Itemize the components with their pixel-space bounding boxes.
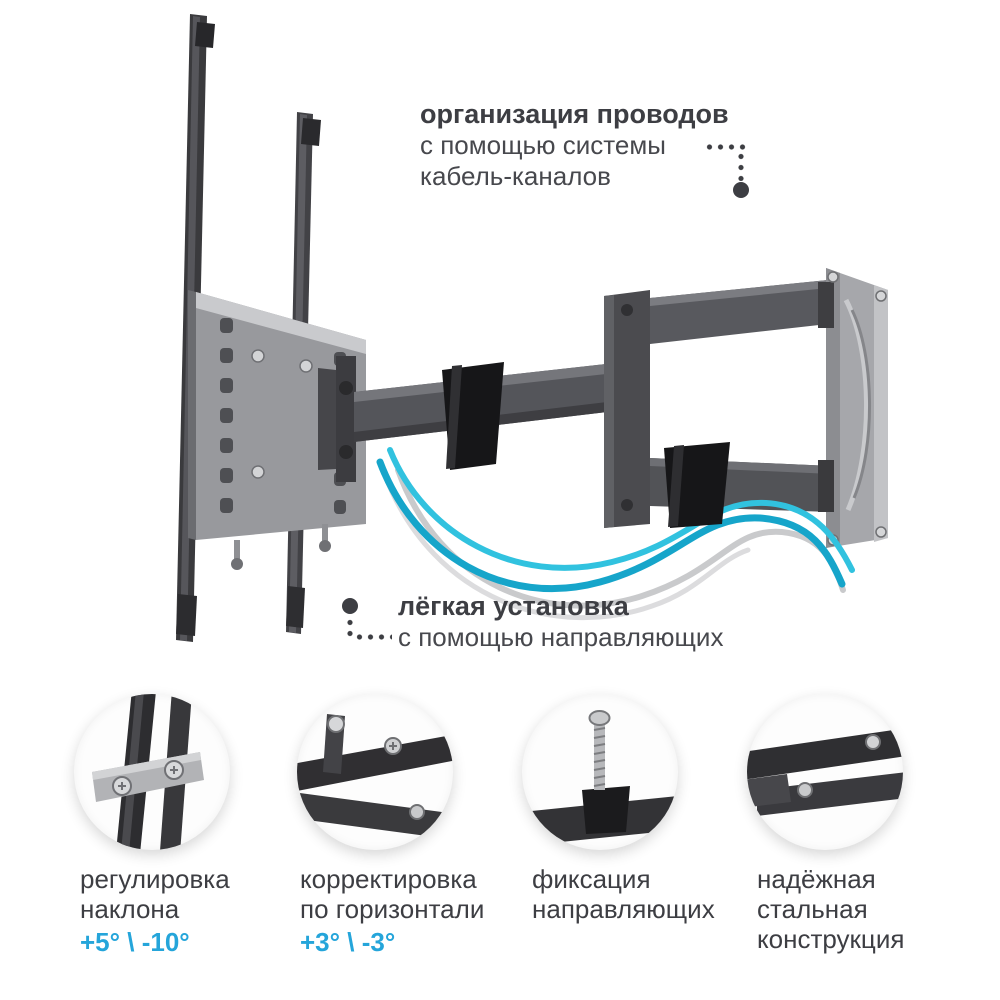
caption-line: надёжная (757, 864, 876, 894)
callout-easy-install: лёгкая установка с помощью направляющих (398, 590, 723, 653)
product-photo-tv-wall-mount (176, 14, 888, 642)
feature-caption-tilt: регулировка наклона +5° \ -10° (80, 864, 230, 957)
feature-value-tilt: +5° \ -10° (80, 927, 190, 957)
feature-value-horizontal: +3° \ -3° (300, 927, 396, 957)
feature-photo-construction (747, 694, 903, 850)
callout-start-dot (342, 598, 358, 614)
feature-photo-fixation (522, 694, 678, 850)
callout-cable-management: организация проводов с помощью системы к… (420, 98, 729, 192)
swivel-joint (604, 290, 650, 528)
caption-line: конструкция (757, 924, 905, 954)
dotted-connector-horizontal (704, 144, 748, 150)
caption-line: фиксация (532, 864, 651, 894)
upper-arm (650, 280, 828, 344)
dotted-connector-vertical (738, 151, 744, 181)
feature-photo-tilt (74, 694, 230, 850)
callout-cable-title: организация проводов (420, 99, 729, 129)
caption-line: регулировка (80, 864, 230, 894)
callout-install-title: лёгкая установка (398, 591, 629, 621)
tilt-hinge (318, 356, 356, 482)
caption-line: корректировка (300, 864, 477, 894)
caption-line: стальная (757, 894, 868, 924)
vesa-plate (188, 290, 366, 570)
cables (376, 447, 855, 620)
dotted-connector-horizontal-2 (354, 634, 392, 640)
callout-endpoint-dot (733, 182, 749, 198)
wall-plate (818, 268, 888, 548)
feature-caption-fixation: фиксация направляющих (532, 864, 715, 924)
caption-line: направляющих (532, 894, 715, 924)
feature-photo-horizontal (297, 694, 453, 850)
callout-cable-line1: с помощью системы (420, 130, 666, 160)
caption-line: наклона (80, 894, 180, 924)
cable-clips (442, 362, 730, 528)
caption-line: по горизонтали (300, 894, 485, 924)
dotted-connector-vertical-2 (347, 617, 353, 641)
callout-install-line1: с помощью направляющих (398, 622, 724, 652)
feature-caption-construction: надёжная стальная конструкция (757, 864, 904, 954)
feature-caption-horizontal: корректировка по горизонтали +3° \ -3° (300, 864, 484, 957)
callout-cable-line2: кабель-каналов (420, 161, 611, 191)
